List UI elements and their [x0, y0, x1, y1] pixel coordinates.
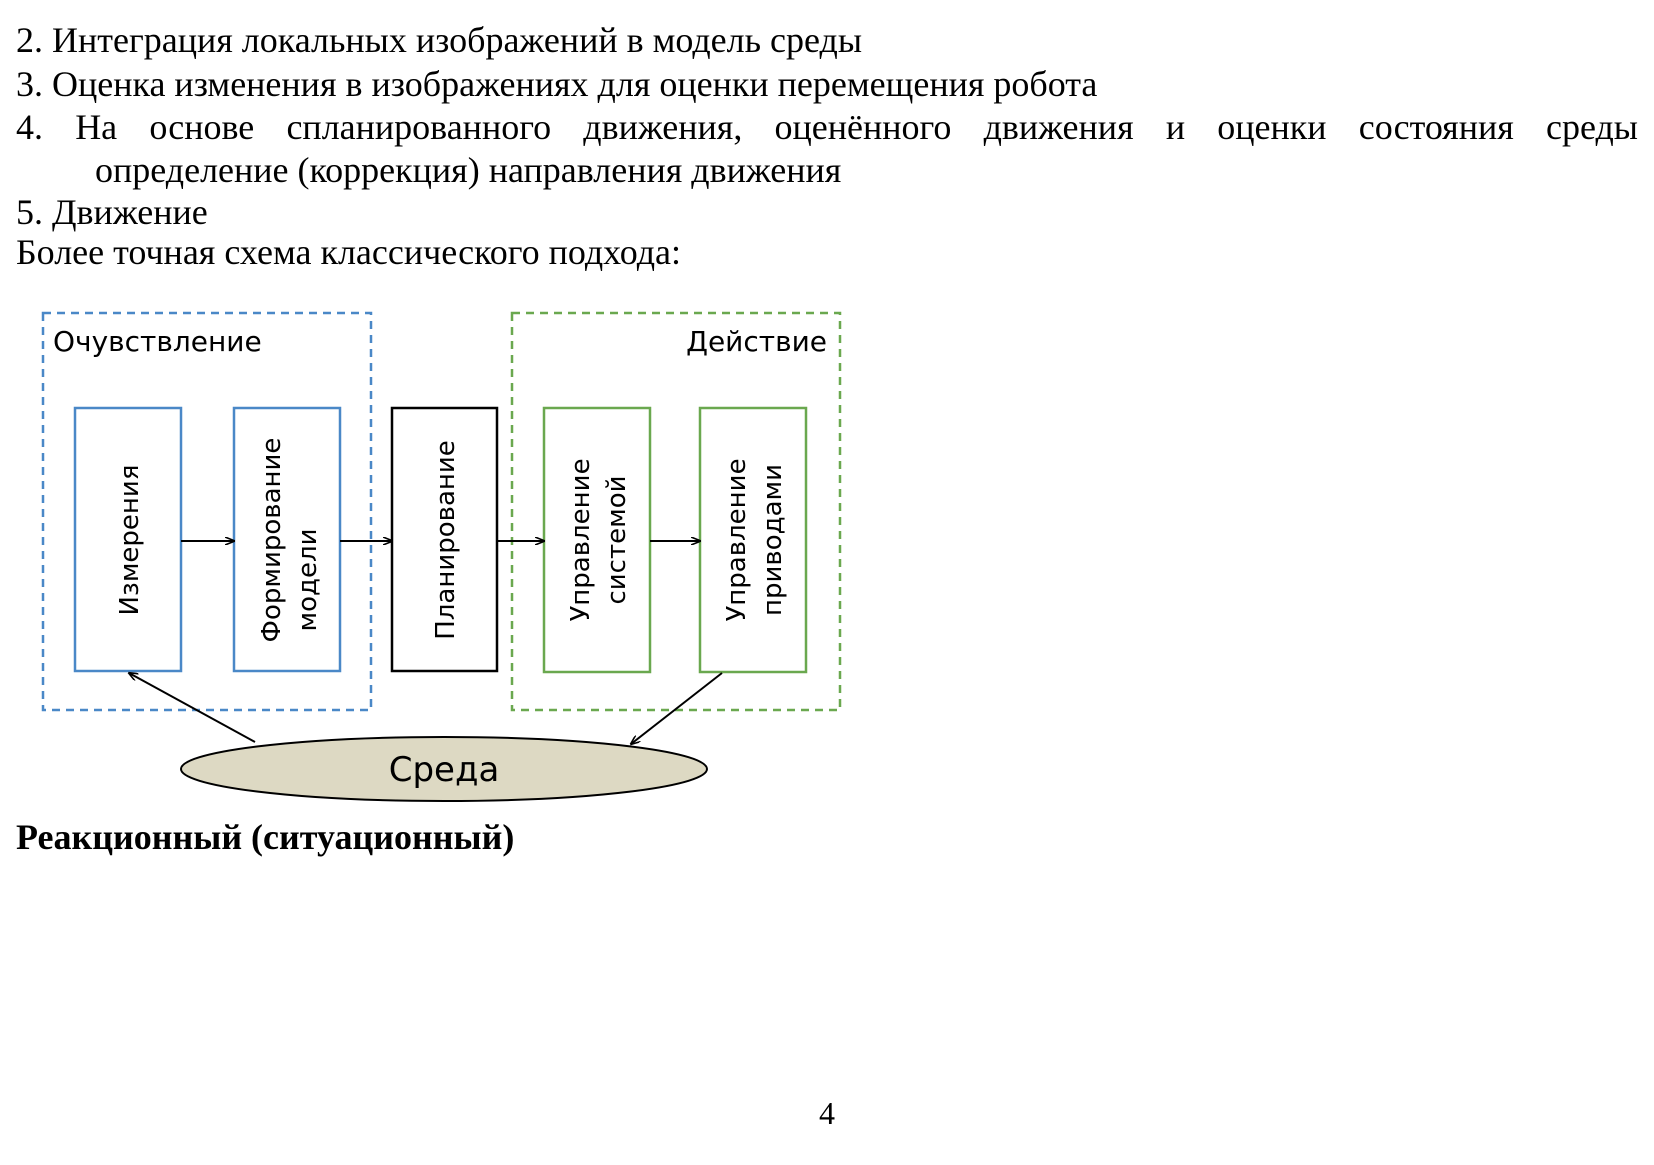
- word: среды: [1545, 107, 1638, 147]
- arrow-environment-to-measure: [129, 673, 256, 743]
- word: и: [1165, 107, 1186, 147]
- list-item-3: 3. Оценка изменения в изображениях для о…: [16, 64, 1098, 104]
- box-measurements-label: Измерения: [115, 465, 145, 616]
- box-planning: [390, 406, 499, 673]
- box-system-label-1: Управление: [566, 458, 596, 621]
- list-item-4-continuation: определение (коррекция) направления движ…: [95, 150, 842, 190]
- intro-text: Более точная схема классического подхода…: [16, 232, 682, 272]
- word: основе: [149, 107, 255, 147]
- page-number: 4: [819, 1095, 835, 1131]
- arrow-drive-to-environment: [631, 672, 723, 744]
- list-item-4: 4. На основе спланированного движения, о…: [16, 105, 1638, 149]
- word: движения: [983, 107, 1134, 147]
- action-group-label: Действие: [686, 325, 827, 358]
- box-drive-label-2: приводами: [758, 464, 788, 616]
- sensing-group-label: Очувствление: [53, 325, 262, 358]
- word: оценённого: [774, 107, 952, 147]
- box-drive-control: [698, 406, 808, 674]
- word: состояния: [1358, 107, 1514, 147]
- box-model-label-2: модели: [293, 528, 323, 631]
- word: движения,: [583, 107, 743, 147]
- sensing-group-frame: [41, 311, 373, 712]
- box-planning-label: Планирование: [431, 440, 461, 640]
- list-item-5: 5. Движение: [16, 192, 208, 232]
- environment-label: Среда: [389, 750, 500, 790]
- list-item-2: 2. Интеграция локальных изображений в мо…: [16, 20, 862, 60]
- box-model-label-1: Формирование: [257, 438, 287, 643]
- box-drive-label-1: Управление: [722, 458, 752, 621]
- word: оценки: [1217, 107, 1327, 147]
- word: спланированного: [286, 107, 552, 147]
- box-measurements: [73, 406, 183, 673]
- box-model-forming: [232, 406, 342, 673]
- word: 4.: [16, 107, 43, 147]
- environment-ellipse: [180, 736, 708, 802]
- word: На: [75, 107, 118, 147]
- box-system-control: [542, 406, 652, 674]
- box-system-label-2: системой: [602, 475, 632, 604]
- section-heading: Реакционный (ситуационный): [16, 817, 515, 857]
